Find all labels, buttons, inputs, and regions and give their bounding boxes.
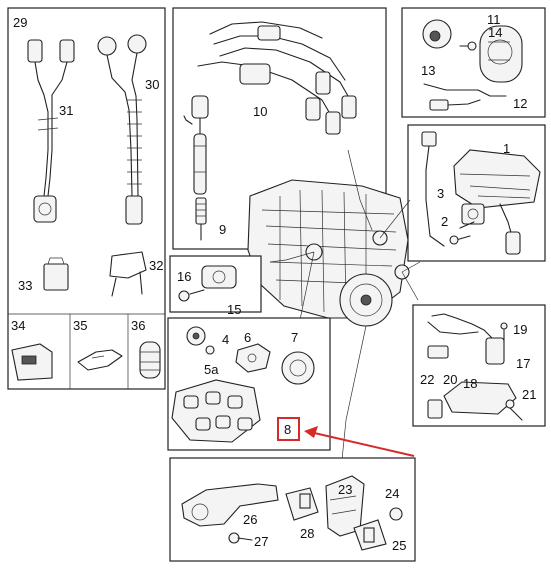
label-part-20: 20: [443, 372, 457, 387]
panel-brackets: [169, 457, 416, 562]
label-part-13: 13: [421, 63, 435, 78]
panel-distributor: [167, 317, 331, 451]
label-part-17: 17: [516, 356, 530, 371]
label-part-24: 24: [385, 486, 399, 501]
highlight-arrow: [309, 431, 415, 457]
label-part-6: 6: [244, 330, 251, 345]
label-part-3: 3: [437, 186, 444, 201]
part-number-labels: 1 2 3 4 5a 6 7 8 9 10 11 12 13 14 15 16 …: [11, 12, 536, 553]
label-part-22: 22: [420, 372, 434, 387]
label-part-8: 8: [284, 422, 291, 437]
panel-sensor-15-16: [169, 255, 262, 313]
panel-sensor-17-22: [412, 304, 546, 427]
label-part-33: 33: [18, 278, 32, 293]
panel-harness: [7, 7, 166, 390]
label-part-15: 15: [227, 302, 241, 317]
label-part-16: 16: [177, 269, 191, 284]
highlight-box: [277, 417, 300, 441]
label-part-32: 32: [149, 258, 163, 273]
label-part-19: 19: [513, 322, 527, 337]
arrowhead-icon: [304, 426, 318, 438]
panel-coil: [407, 124, 546, 262]
label-part-5a: 5a: [204, 362, 219, 377]
label-part-11: 11: [487, 12, 501, 27]
label-part-4: 4: [222, 332, 229, 347]
label-part-34: 34: [11, 318, 25, 333]
label-part-30: 30: [145, 77, 159, 92]
highlight-part-8: [277, 417, 415, 457]
label-part-35: 35: [73, 318, 87, 333]
label-part-31: 31: [59, 103, 73, 118]
label-part-27: 27: [254, 534, 268, 549]
label-part-25: 25: [392, 538, 406, 553]
label-part-9: 9: [219, 222, 226, 237]
label-part-36: 36: [131, 318, 145, 333]
label-part-10: 10: [253, 104, 267, 119]
label-part-29: 29: [13, 15, 27, 30]
label-part-26: 26: [243, 512, 257, 527]
label-part-2: 2: [441, 214, 448, 229]
label-part-1: 1: [503, 141, 510, 156]
label-part-12: 12: [513, 96, 527, 111]
label-part-14: 14: [488, 25, 502, 40]
label-part-28: 28: [300, 526, 314, 541]
label-part-23: 23: [338, 482, 352, 497]
panel-sensor-module: [401, 7, 546, 118]
label-part-18: 18: [463, 376, 477, 391]
engine-illustration: [247, 149, 421, 461]
label-part-7: 7: [291, 330, 298, 345]
label-part-21: 21: [522, 387, 536, 402]
